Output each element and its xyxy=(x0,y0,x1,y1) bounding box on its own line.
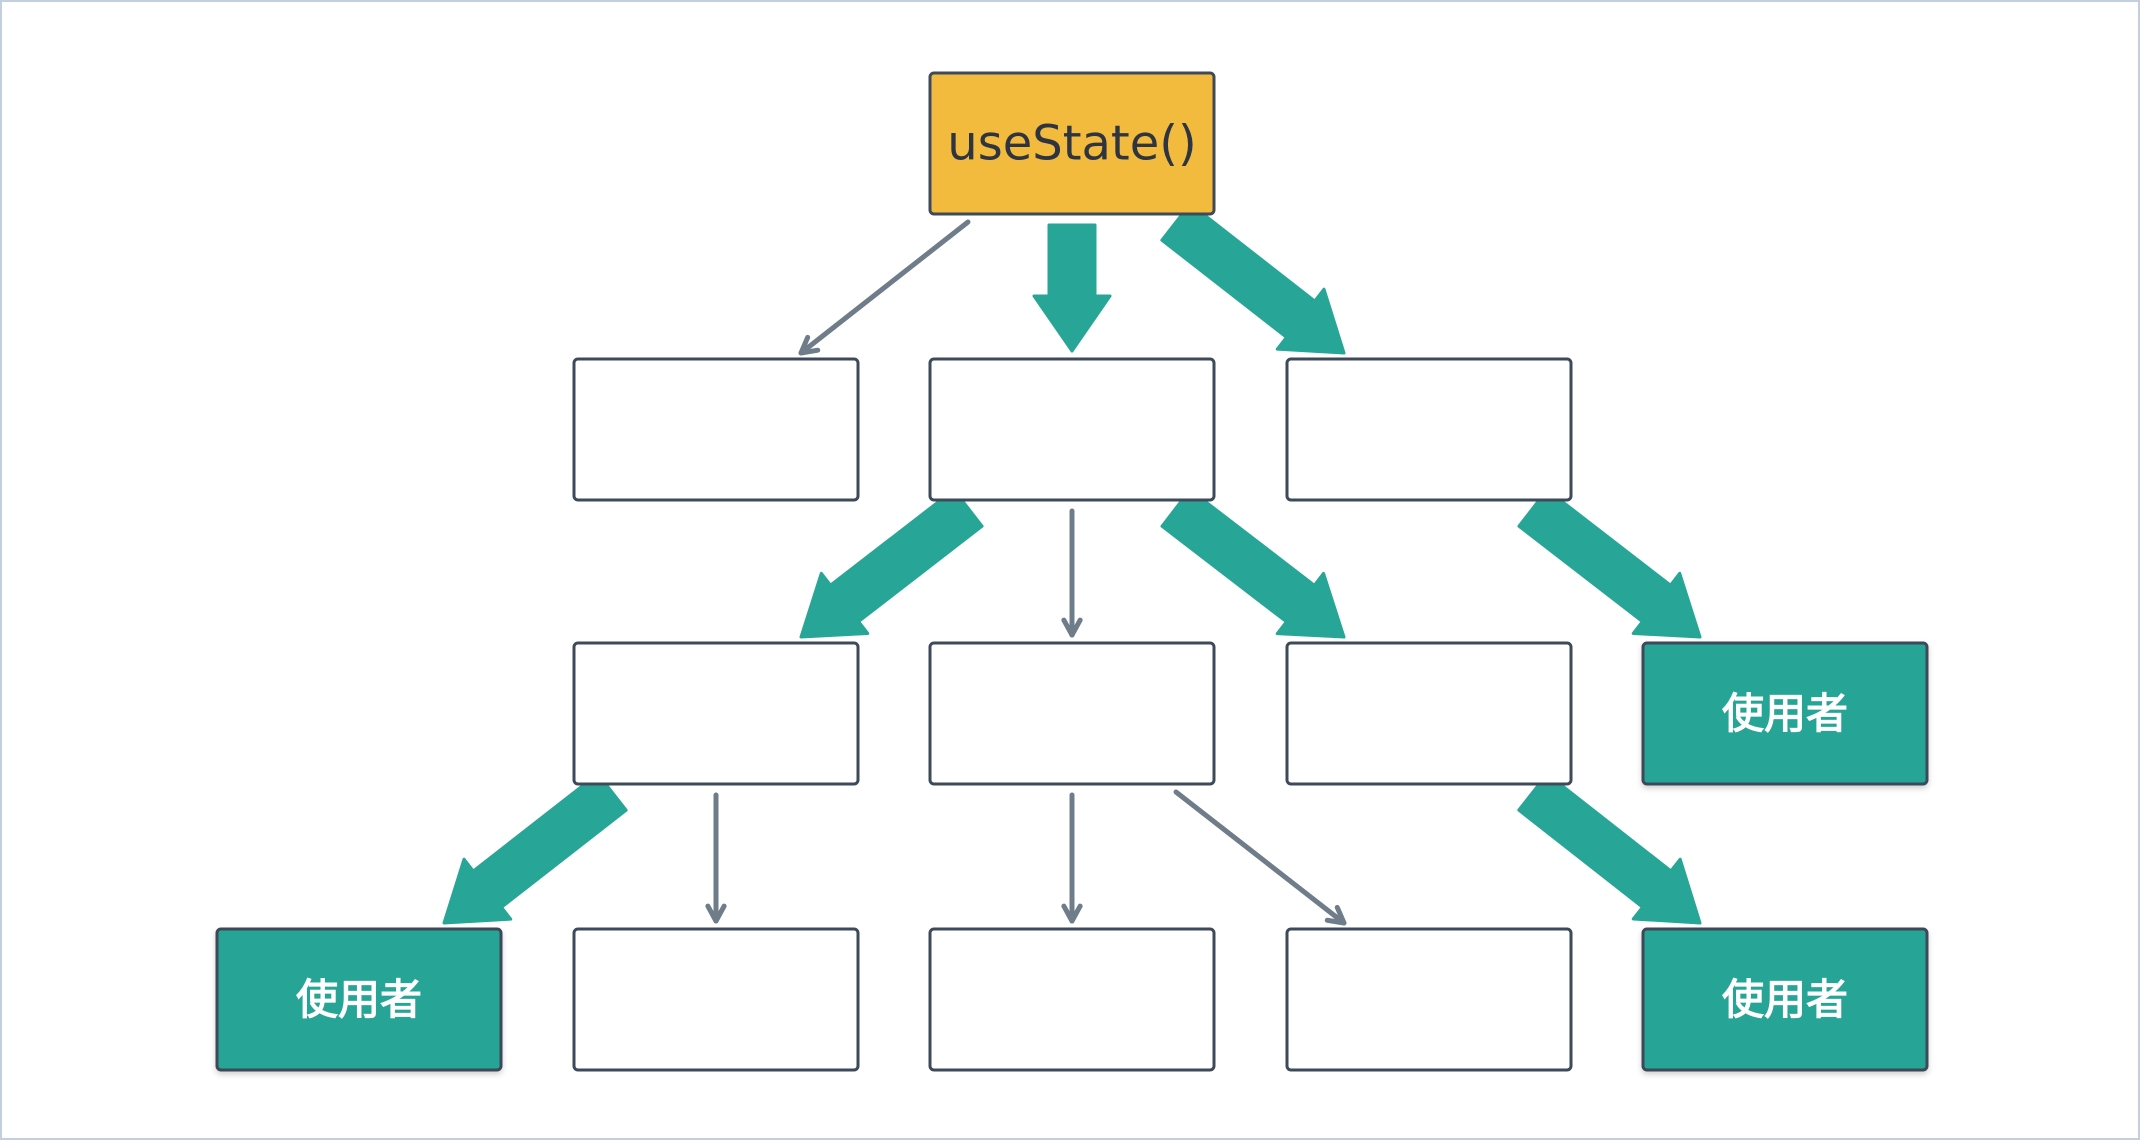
edges-layer xyxy=(442,202,1702,926)
node-l3-c-box xyxy=(1285,927,1573,1072)
node-l3-consumer-right-box xyxy=(1641,927,1929,1072)
edge-l2-b-to-l3-b-thin-arrow xyxy=(1061,792,1083,924)
node-l2-consumer-box xyxy=(1641,641,1929,786)
node-l2-consumer: 使用者 xyxy=(1641,641,1929,786)
node-l3-c xyxy=(1285,927,1573,1072)
node-l1-right xyxy=(1285,357,1573,502)
node-l2-b-box xyxy=(928,641,1216,786)
node-l2-c-box xyxy=(1285,641,1573,786)
node-l3-a-box xyxy=(572,927,860,1072)
edge-l2-a-to-l3-consumer-thick-arrow xyxy=(442,772,628,925)
node-l3-consumer-right: 使用者 xyxy=(1641,927,1929,1072)
edge-l1-right-to-l2-consumer-thick-arrow xyxy=(1517,488,1702,639)
node-l1-center-box xyxy=(928,357,1216,502)
node-l3-consumer: 使用者 xyxy=(215,927,503,1072)
edge-l1-center-to-l2-b-thin-arrow xyxy=(1061,508,1083,638)
node-l1-center xyxy=(928,357,1216,502)
edge-l1-center-to-l2-a-thick-arrow xyxy=(799,488,984,639)
edge-root-to-l1-left-thin-arrow xyxy=(798,219,971,356)
node-l2-b xyxy=(928,641,1216,786)
consumer-node-label: 使用者 xyxy=(296,975,422,1024)
consumer-node-label: 使用者 xyxy=(1722,975,1848,1024)
edge-root-to-l1-right-thick-arrow xyxy=(1160,202,1346,355)
node-l1-right-box xyxy=(1285,357,1573,502)
node-l3-b-box xyxy=(928,927,1216,1072)
node-l2-a xyxy=(572,641,860,786)
edge-l2-c-to-l3-consumer-right-thick-arrow xyxy=(1517,772,1702,925)
consumer-node-label: 使用者 xyxy=(1722,689,1848,738)
edge-l2-b-to-l3-c-thin-arrow xyxy=(1173,789,1347,926)
node-l3-a xyxy=(572,927,860,1072)
edge-l1-center-to-l2-c-thick-arrow xyxy=(1160,488,1346,639)
node-l1-left xyxy=(572,357,860,502)
edge-l2-a-to-l3-a-thin-arrow xyxy=(705,792,727,924)
node-l3-consumer-box xyxy=(215,927,503,1072)
node-l1-left-box xyxy=(572,357,860,502)
node-root: useState() xyxy=(928,71,1216,216)
nodes-layer: useState()使用者使用者使用者 xyxy=(215,71,1929,1072)
edge-root-to-l1-center-thick-arrow xyxy=(1032,223,1112,353)
node-l3-b xyxy=(928,927,1216,1072)
node-root-box xyxy=(928,71,1216,216)
root-node-label: useState() xyxy=(947,116,1196,172)
node-l2-a-box xyxy=(572,641,860,786)
node-l2-c xyxy=(1285,641,1573,786)
